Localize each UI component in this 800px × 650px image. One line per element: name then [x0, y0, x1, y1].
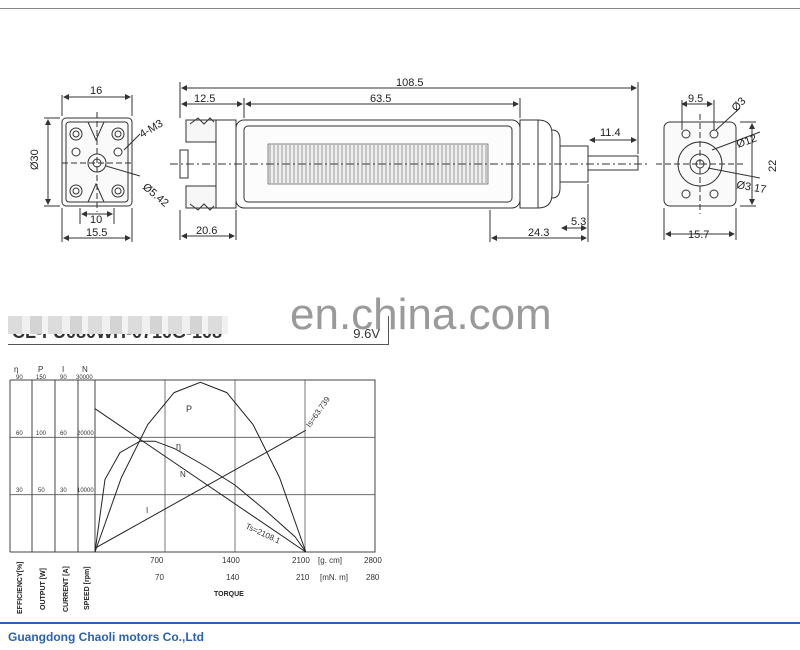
x-unit-mnm: [mN. m]	[320, 573, 348, 582]
y-label-output: OUTPUT [W]	[40, 568, 47, 610]
company-name: Guangdong Chaoli motors Co.,Ltd	[8, 630, 204, 644]
dim-overall-length: 108.5	[396, 77, 424, 89]
axis-header-n: N	[82, 365, 88, 374]
xtick-mnm-70: 70	[155, 573, 164, 582]
tick-eff-60: 60	[16, 431, 23, 437]
dim-terminal-length: 20.6	[196, 225, 217, 237]
chart-curves	[94, 381, 307, 553]
y-label-speed: SPEED [rpm]	[84, 566, 91, 610]
curve-p	[94, 381, 307, 553]
footer-rule	[0, 622, 800, 624]
dim-boss-dia: Ø12	[735, 132, 759, 150]
dim-end-height: Ø30	[29, 149, 41, 170]
x-axis-label: TORQUE	[214, 591, 244, 598]
curve-i	[94, 429, 307, 549]
curve-label-p: P	[186, 404, 192, 414]
y-label-efficiency: EFFICIENCY[%]	[17, 562, 24, 615]
coil-winding	[269, 145, 487, 183]
axis-top-p: 150	[36, 375, 47, 381]
axis-header-p: P	[38, 365, 43, 374]
axis-top-n: 30000	[76, 375, 93, 381]
dim-flange-height: 22	[767, 160, 779, 172]
curve-label-eta: η	[176, 441, 181, 451]
tick-cur-60: 60	[60, 431, 67, 437]
model-header: CL-FU080WH-0710G-108 9.6V	[8, 316, 389, 345]
tick-out-100: 100	[36, 431, 47, 437]
front-flange-view	[656, 107, 761, 214]
xtick-gcm-2100: 2100	[292, 556, 310, 565]
top-rule	[0, 8, 800, 9]
annotation-ts: Ts=2108.1	[244, 522, 282, 546]
curve-label-i: I	[146, 506, 148, 515]
annotation-is: Is=63.739	[304, 395, 332, 430]
tick-speed-10000: 10000	[77, 488, 94, 494]
dim-hole-dia: Ø3	[730, 95, 749, 114]
rear-end-view	[61, 112, 141, 212]
chart-grid	[10, 380, 375, 552]
axis-top-i: 90	[60, 375, 67, 381]
dim-body-length: 63.5	[370, 93, 391, 105]
tick-eff-30: 30	[16, 488, 23, 494]
x-unit-gcm: [g. cm]	[318, 556, 342, 565]
xtick-gcm-2800: 2800	[364, 556, 382, 565]
curve-efficiency	[94, 440, 307, 553]
xtick-gcm-700: 700	[150, 556, 164, 565]
curve-label-n: N	[180, 470, 186, 479]
model-voltage: 9.6V	[353, 326, 380, 341]
curve-n	[94, 408, 307, 553]
dim-inner-width: 10	[90, 214, 102, 226]
xtick-mnm-140: 140	[226, 573, 240, 582]
tick-speed-20000: 20000	[77, 431, 94, 437]
axis-header-i: I	[62, 365, 64, 374]
model-title: CL-FU080WH-0710G-108	[12, 334, 222, 343]
dim-end-width: 16	[90, 85, 102, 97]
watermark: en.china.com	[290, 290, 552, 339]
axis-header-eta: η	[14, 365, 18, 374]
motor-dimension-drawing: 16 Ø30 4-M3 Ø5.42 10 15.5 108.5 12.5 63.…	[29, 77, 779, 242]
dim-tapped-holes: 4-M3	[138, 118, 166, 141]
dim-shaft-dia: Ø3.17	[735, 179, 767, 196]
tick-cur-30: 30	[60, 488, 67, 494]
dim-flange-top: 9.5	[688, 93, 703, 105]
model-title-blur	[8, 316, 228, 334]
performance-chart: η P I N 90 150 90 30000 30 60 50 100 30 …	[9, 365, 382, 615]
xtick-mnm-280: 280	[366, 573, 380, 582]
dim-bottom-width: 15.5	[86, 227, 107, 239]
dim-flange-width: 15.7	[688, 229, 709, 241]
tick-out-50: 50	[38, 488, 45, 494]
xtick-gcm-1400: 1400	[222, 556, 240, 565]
y-label-current: CURRENT [A]	[63, 566, 70, 612]
dim-pitch-dia: Ø5.42	[140, 181, 171, 209]
dim-shaft-length: 11.4	[600, 127, 621, 139]
axis-top-eta: 90	[16, 375, 23, 381]
dim-front-length: 24.3	[528, 227, 549, 239]
dim-bearing-width: 5.3	[571, 216, 586, 228]
xtick-mnm-210: 210	[296, 573, 310, 582]
dim-left-cap: 12.5	[194, 93, 215, 105]
